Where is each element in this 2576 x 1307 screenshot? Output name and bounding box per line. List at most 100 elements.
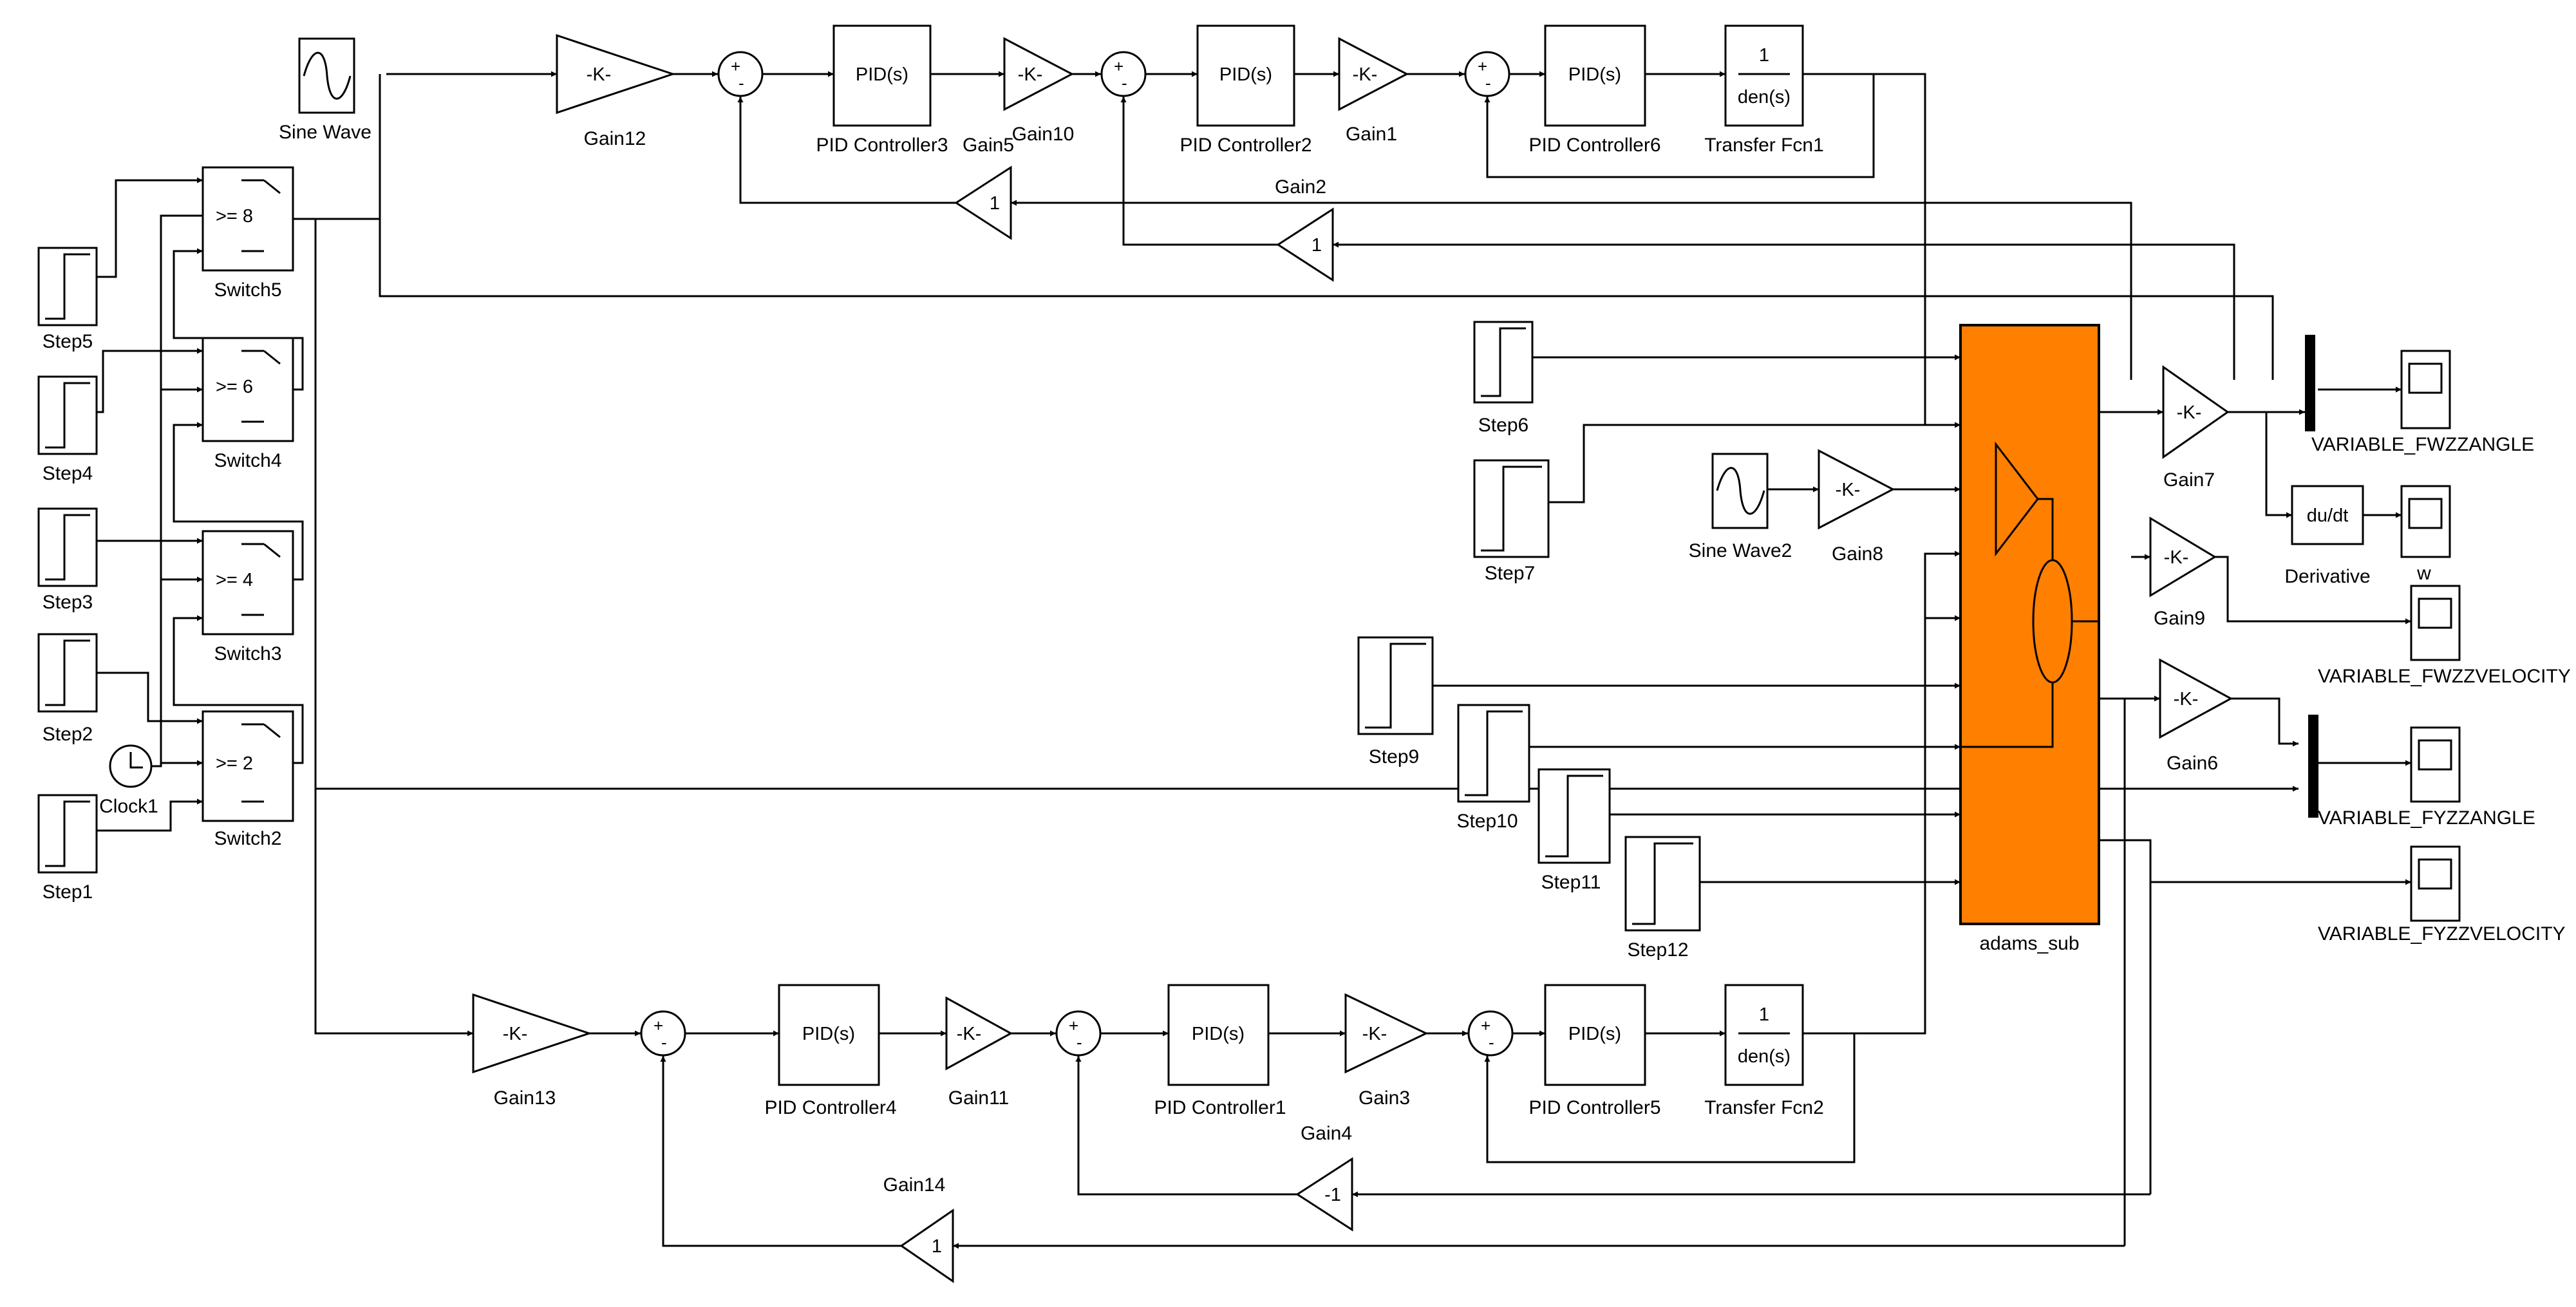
- wire: [2099, 839, 2152, 1194]
- step11-block[interactable]: Step11: [1537, 768, 1611, 893]
- gain9-block[interactable]: -K- Gain9: [2149, 516, 2217, 629]
- mux-bar[interactable]: [2308, 715, 2318, 818]
- gain8-block[interactable]: -K- Gain8: [1818, 449, 1895, 565]
- gain11-block[interactable]: -K- Gain11: [945, 996, 1013, 1109]
- gain7-block[interactable]: -K- Gain7: [2162, 365, 2230, 491]
- gain5-label: Gain5: [963, 135, 1014, 156]
- wire: [1120, 97, 1278, 246]
- derivative-block[interactable]: du/dt Derivative: [2284, 485, 2371, 587]
- svg-text:-K-: -K-: [957, 1024, 982, 1044]
- step5-block[interactable]: Step5: [37, 247, 98, 352]
- svg-text:-K-: -K-: [1353, 64, 1378, 85]
- mux-bar[interactable]: [2305, 335, 2315, 431]
- pid-controller1-label: PID Controller1: [1154, 1097, 1286, 1118]
- scope-fyzz-velocity[interactable]: VARIABLE_FYZZVELOCITY: [2318, 845, 2566, 945]
- scope-fwzz-velocity[interactable]: VARIABLE_FWZZVELOCITY: [2318, 585, 2571, 687]
- svg-text:+: +: [1114, 57, 1123, 76]
- pid-controller2-block[interactable]: PID(s) PID Controller2: [1180, 24, 1312, 156]
- wire: [97, 177, 203, 278]
- scope-w[interactable]: w: [2400, 485, 2451, 584]
- gain2-lower-block[interactable]: 1: [1276, 207, 1334, 282]
- switch3-block[interactable]: >= 4 Switch3: [202, 530, 294, 664]
- step2-block[interactable]: Step2: [37, 633, 98, 745]
- scope-fyzz-angle[interactable]: VARIABLE_FYZZANGLE: [2318, 726, 2535, 829]
- pid-controller6-block[interactable]: PID(s) PID Controller6: [1528, 24, 1661, 156]
- scope-w-label: w: [2416, 563, 2431, 584]
- switch5-block[interactable]: >= 8 Switch5: [202, 166, 294, 301]
- sine-wave-block[interactable]: Sine Wave: [279, 37, 371, 143]
- step4-block[interactable]: Step4: [37, 375, 98, 484]
- svg-text:-K-: -K-: [2164, 547, 2189, 568]
- gain10-block[interactable]: -K- Gain5 Gain10: [963, 37, 1074, 156]
- step1-block[interactable]: Step1: [37, 794, 98, 903]
- switch5-label: Switch5: [214, 279, 281, 301]
- step12-block[interactable]: Step12: [1624, 836, 1701, 961]
- step7-block[interactable]: Step7: [1473, 459, 1550, 584]
- step9-block[interactable]: Step9: [1357, 636, 1434, 767]
- sine-wave2-block[interactable]: Sine Wave2: [1689, 453, 1792, 561]
- signal-lines: [97, 71, 2411, 1249]
- wire: [173, 615, 304, 764]
- switch3-label: Switch3: [214, 643, 281, 664]
- wire: [1011, 200, 2132, 380]
- pid-controller4-label: PID Controller4: [764, 1097, 896, 1118]
- gain1-label: Gain1: [1346, 124, 1397, 145]
- gain8-label: Gain8: [1832, 543, 1883, 565]
- wire: [1548, 422, 1960, 503]
- step3-block[interactable]: Step3: [37, 507, 98, 613]
- pid-controller3-block[interactable]: PID(s) PID Controller3: [816, 24, 948, 156]
- svg-text:+: +: [653, 1016, 663, 1035]
- gain13-block[interactable]: -K- Gain13: [472, 993, 592, 1109]
- svg-text:+: +: [1478, 57, 1487, 76]
- scope-fwzz-angle[interactable]: VARIABLE_FWZZANGLE: [2311, 350, 2534, 455]
- sum-block[interactable]: + -: [1100, 51, 1147, 97]
- gain2-label: Gain2: [1275, 176, 1326, 198]
- transfer-fcn2-block[interactable]: 1 den(s) Transfer Fcn2: [1704, 984, 1824, 1118]
- sum-block[interactable]: + -: [1464, 51, 1510, 97]
- transfer-fcn1-block[interactable]: 1 den(s) Transfer Fcn1: [1704, 24, 1824, 156]
- scope-fwzz-velocity-label: VARIABLE_FWZZVELOCITY: [2318, 666, 2571, 687]
- svg-text:+: +: [1481, 1016, 1490, 1035]
- switch4-block[interactable]: >= 6 Switch4: [202, 337, 294, 471]
- wire: [151, 214, 203, 767]
- sum-block[interactable]: + -: [640, 1010, 686, 1057]
- step4-label: Step4: [42, 463, 93, 484]
- sum-block[interactable]: + -: [1467, 1010, 1514, 1057]
- transfer-fcn1-label: Transfer Fcn1: [1704, 135, 1824, 156]
- step2-label: Step2: [42, 724, 93, 745]
- gain14-block[interactable]: 1 Gain14: [883, 1174, 954, 1283]
- gain1-block[interactable]: -K- Gain1: [1338, 37, 1409, 145]
- wire: [2099, 697, 2126, 1246]
- gain12-block[interactable]: -K- Gain12: [556, 33, 676, 149]
- step10-block[interactable]: Step10: [1456, 704, 1530, 832]
- step6-block[interactable]: Step6: [1473, 321, 1534, 436]
- wire: [1803, 615, 1960, 1035]
- gain3-block[interactable]: -K- Gain3: [1344, 993, 1429, 1109]
- pid-controller1-block[interactable]: PID(s) PID Controller1: [1154, 984, 1286, 1118]
- switch2-label: Switch2: [214, 828, 281, 849]
- switch2-block[interactable]: >= 2 Switch2: [202, 710, 294, 849]
- wire: [2215, 556, 2411, 625]
- pid-controller5-block[interactable]: PID(s) PID Controller5: [1528, 984, 1661, 1118]
- sum-block[interactable]: + -: [1055, 1010, 1102, 1057]
- svg-text:-: -: [1122, 73, 1127, 93]
- gain6-block[interactable]: -K- Gain6: [2159, 658, 2233, 774]
- gain6-label: Gain6: [2167, 753, 2218, 774]
- gain13-label: Gain13: [494, 1087, 556, 1109]
- svg-text:-K-: -K-: [503, 1024, 528, 1044]
- gain2-upper-block[interactable]: 1 Gain2: [954, 165, 1326, 240]
- wire: [1075, 1056, 1297, 1196]
- pid-controller4-block[interactable]: PID(s) PID Controller4: [764, 984, 897, 1118]
- step12-label: Step12: [1627, 939, 1688, 961]
- adams-sub-block[interactable]: adams_sub: [1959, 324, 2100, 954]
- svg-text:PID(s): PID(s): [1192, 1024, 1245, 1044]
- clock1-block[interactable]: Clock1: [99, 744, 158, 817]
- gain4-block[interactable]: -1 Gain4: [1295, 1123, 1353, 1232]
- svg-text:1: 1: [932, 1236, 942, 1257]
- gain12-label: Gain12: [584, 128, 646, 149]
- sum-block[interactable]: + -: [717, 51, 764, 97]
- wire: [1484, 74, 1875, 178]
- svg-text:-: -: [1076, 1033, 1082, 1052]
- blocks: Sine Wave Step5 Step4 Step3 Step2 Step1: [37, 24, 2571, 1283]
- svg-text:1: 1: [990, 193, 1000, 214]
